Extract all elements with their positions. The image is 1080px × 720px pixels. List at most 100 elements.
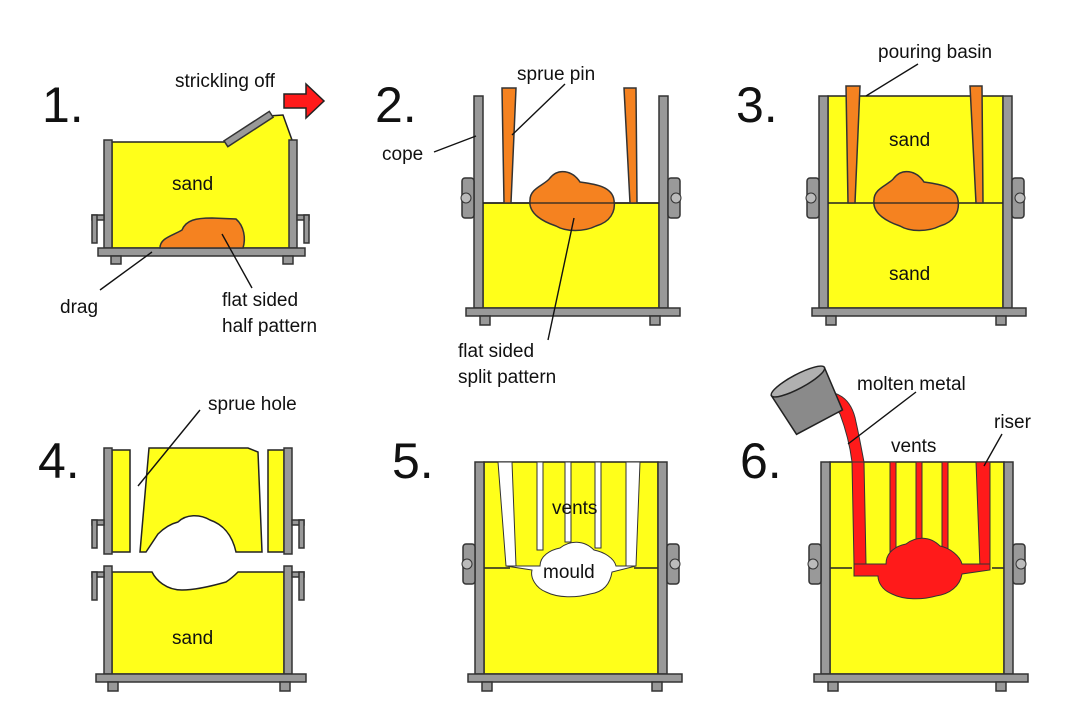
drag-flange-right-v <box>298 571 305 601</box>
split-pattern-label-2: split pattern <box>458 367 556 388</box>
board-foot-left <box>110 255 122 265</box>
sand-label: sand <box>172 628 213 649</box>
pin-left <box>461 558 473 570</box>
board-foot-right <box>282 255 294 265</box>
sand-bottom-label: sand <box>889 264 930 285</box>
step-4-panel: 4. sprue hole sand <box>38 394 307 692</box>
drag-label: drag <box>60 297 98 318</box>
cope-wall-right <box>283 447 293 555</box>
pouring-basin-label: pouring basin <box>878 42 992 63</box>
cope-label: cope <box>382 144 423 165</box>
vents-label: vents <box>891 436 936 457</box>
foot-l <box>107 681 119 692</box>
drag-sand <box>111 571 285 675</box>
casting-metal <box>853 537 991 600</box>
pin-right <box>669 558 681 570</box>
step-5-panel: 5. vents mould <box>392 433 683 692</box>
foot-r <box>649 315 661 326</box>
foot-r <box>995 681 1007 692</box>
pin-right <box>1015 558 1027 570</box>
sprue-pin-label: sprue pin <box>517 64 595 85</box>
pattern-label-2: half pattern <box>222 316 317 337</box>
cope-wall-left <box>103 447 113 555</box>
step-6-panel: 6. molten metal vents riser <box>740 365 1032 692</box>
drag-wall-right <box>288 139 298 249</box>
step-1-panel: 1. strickling off sand drag flat sided h… <box>42 71 326 337</box>
vent-metal-1 <box>889 461 897 563</box>
sprue-pin-left <box>845 85 861 204</box>
half-pattern <box>159 217 246 249</box>
step-2-number: 2. <box>375 77 417 133</box>
wall-right <box>657 461 668 675</box>
sprue-pin-left <box>501 87 517 204</box>
step-3-panel: 3. pouring basin sand sand <box>736 42 1027 326</box>
pin-left <box>805 192 817 204</box>
pin-left <box>807 558 819 570</box>
step-6-number: 6. <box>740 433 782 489</box>
pattern-label-1: flat sided <box>222 290 298 311</box>
wall-right <box>658 95 669 309</box>
riser-label: riser <box>994 412 1032 433</box>
cope-sand-left <box>111 449 131 553</box>
cope-leader <box>433 135 477 153</box>
wall-left <box>818 95 829 309</box>
step-2-panel: 2. sprue pin cope flat sided split patte… <box>375 64 682 388</box>
bottom-board <box>465 307 681 317</box>
bottom-board <box>811 307 1027 317</box>
split-pattern <box>529 170 616 232</box>
drag-wall-left <box>103 139 113 249</box>
sprue-hole-leader <box>137 409 201 487</box>
foot-r <box>279 681 291 692</box>
vents-label: vents <box>552 498 597 519</box>
foot-l <box>479 315 491 326</box>
sprue-pin-right <box>969 85 984 204</box>
drag-flange-left-v <box>91 571 98 601</box>
flange-right-v <box>303 214 310 244</box>
vent-1 <box>536 461 544 551</box>
step-3-number: 3. <box>736 77 778 133</box>
sprue-pin-right <box>623 87 638 204</box>
sprue-pin-leader <box>511 83 566 136</box>
foot-l <box>481 681 493 692</box>
pin-right <box>1014 192 1026 204</box>
foot-r <box>651 681 663 692</box>
vent-metal-2 <box>915 461 923 549</box>
cope-flange-right-v <box>298 519 305 549</box>
drag-wall-right <box>283 565 293 675</box>
vent-2 <box>564 461 572 543</box>
flange-left-v <box>91 214 98 244</box>
step-4-number: 4. <box>38 433 80 489</box>
bottom-board <box>813 673 1029 683</box>
pin-right <box>670 192 682 204</box>
molten-metal-leader <box>847 391 917 445</box>
drag-leader <box>99 251 153 291</box>
molten-metal-label: molten metal <box>857 374 966 395</box>
wall-left <box>473 95 484 309</box>
riser-leader <box>983 433 1003 467</box>
sprue-hole-label: sprue hole <box>208 394 297 415</box>
pouring-basin-leader <box>865 63 919 97</box>
foot-l <box>827 681 839 692</box>
cope-flange-left-v <box>91 519 98 549</box>
mould-cavity <box>505 541 637 598</box>
bottom-board <box>467 673 683 683</box>
moulding-board <box>97 247 306 257</box>
wall-right <box>1002 95 1013 309</box>
pin-left <box>460 192 472 204</box>
sprue-metal <box>851 461 867 565</box>
foot-l <box>825 315 837 326</box>
sand-top-label: sand <box>889 130 930 151</box>
sand-label: sand <box>172 174 213 195</box>
vent-metal-3 <box>941 461 949 559</box>
split-pattern <box>873 170 960 232</box>
cope-sand-right <box>267 449 285 553</box>
split-pattern-label-1: flat sided <box>458 341 534 362</box>
vent-3 <box>594 461 602 549</box>
pattern-leader <box>221 233 253 289</box>
strickle-bar <box>222 110 275 148</box>
step-1-number: 1. <box>42 77 84 133</box>
drag-wall-left <box>103 565 113 675</box>
strickling-label: strickling off <box>175 71 276 92</box>
